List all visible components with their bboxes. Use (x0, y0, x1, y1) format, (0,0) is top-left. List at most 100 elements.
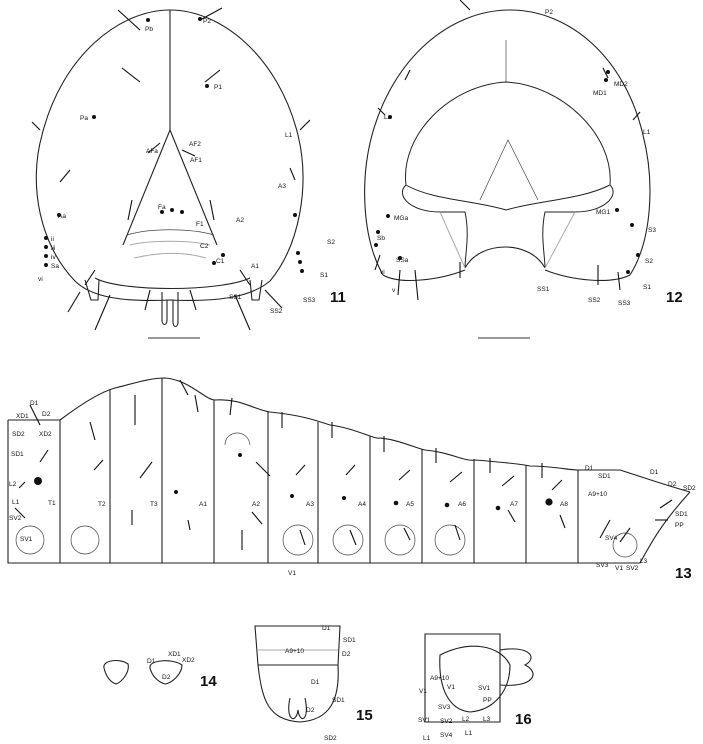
pinaculum-right (149, 660, 183, 685)
label-L3: L3 (640, 558, 648, 565)
label-P1: P1 (214, 84, 222, 91)
label-SS3: SS3 (618, 300, 631, 307)
segment-a9-lateral-outline (424, 633, 501, 723)
figure-12-setae (374, 0, 641, 301)
label-D1: D1 (322, 625, 331, 632)
label-SD1: SD1 (11, 451, 24, 458)
figure-14-labels: D1 XD1 XD2 D2 (147, 651, 195, 681)
label-XD1: XD1 (16, 413, 29, 420)
label-S1: S1 (320, 272, 328, 279)
anal-shield-outline (257, 664, 339, 723)
label-SV2: SV2 (440, 718, 453, 725)
label-S2: S2 (645, 258, 653, 265)
label-V1-a10: V1 (615, 565, 623, 572)
body-dorsal-outline (8, 377, 691, 493)
anal-lobes (288, 697, 307, 720)
figure-12-number: 12 (666, 289, 683, 306)
label-A8: A8 (560, 501, 568, 508)
label-T3: T3 (150, 501, 158, 508)
figure-16-number: 16 (515, 711, 532, 728)
label-SS1: SS1 (537, 286, 550, 293)
label-C1: C1 (216, 258, 225, 265)
label-D2-lower: D2 (306, 707, 315, 714)
label-XD1: XD1 (168, 651, 181, 658)
foramen-notch (464, 246, 546, 269)
label-SD1: SD1 (343, 637, 356, 644)
label-A7: A7 (510, 501, 518, 508)
label-SV3: SV3 (438, 704, 451, 711)
figure-13-body-chaetotaxy: D1 XD1 D2 SD2 XD2 SD1 L2 L1 SV2 SV1 T1 T… (7, 377, 696, 582)
gray-lines (439, 211, 576, 269)
figure-11-number: 11 (330, 289, 346, 306)
label-MD2: MD2 (614, 81, 628, 88)
label-Pb: Pb (145, 26, 153, 33)
label-A1: A1 (199, 501, 207, 508)
label-SS1: SS1 (229, 294, 242, 301)
proleg-crochets (499, 648, 534, 686)
label-L1: L1 (423, 735, 431, 742)
label-MGa: MGa (394, 215, 408, 222)
label-D2: D2 (342, 651, 351, 658)
label-MG1: MG1 (596, 209, 610, 216)
head-capsule-outline (35, 9, 304, 302)
label-L1: L1 (12, 499, 20, 506)
label-AF2: AF2 (189, 141, 201, 148)
label-SS2: SS2 (270, 308, 283, 315)
figure-15-a9-a10-dorsal: D1 SD1 D2 A9+10 D1 SD1 D2 SD2 15 (254, 625, 373, 742)
label-SV1: SV1 (20, 536, 33, 543)
label-SV1-lower: SV1 (418, 717, 431, 724)
label-SD2: SD2 (324, 735, 337, 742)
figure-15-labels: D1 SD1 D2 A9+10 D1 SD1 D2 SD2 (285, 625, 356, 742)
label-T2: T2 (98, 501, 106, 508)
label-SV1: SV1 (478, 685, 491, 692)
label-A1: A1 (251, 263, 259, 270)
label-D1-a9: D1 (585, 465, 594, 472)
label-A9: A9+10 (285, 648, 304, 655)
label-A4: A4 (358, 501, 366, 508)
label-A9: A9+10 (430, 675, 449, 682)
label-C2: C2 (200, 243, 209, 250)
label-PP: PP (675, 522, 684, 529)
label-SV3: SV3 (596, 562, 609, 569)
figure-12-head-posterior: P2 MD2 MD1 La L1 MGa Sb MG1 S3 S2 SSa S1… (364, 0, 683, 339)
label-L1: L1 (643, 129, 651, 136)
figure-15-number: 15 (356, 707, 373, 724)
segment-dividers (59, 378, 579, 563)
label-Aa: Aa (58, 213, 66, 220)
label-A3: A3 (306, 501, 314, 508)
figure-14-pinacula: D1 XD1 XD2 D2 14 (103, 651, 217, 690)
label-S2: S2 (327, 239, 335, 246)
label-A2: A2 (252, 501, 260, 508)
label-Sa: Sa (51, 263, 59, 270)
label-V1: V1 (419, 688, 427, 695)
label-L1-right: L1 (465, 730, 473, 737)
antenna-right (249, 279, 263, 301)
figure-13-labels: D1 XD1 D2 SD2 XD2 SD1 L2 L1 SV2 SV1 T1 T… (9, 400, 696, 577)
spiracles (34, 453, 553, 511)
figure-16-labels: A9+10 V1 V1 SV1 PP SV3 SV2 L2 L3 SV1 L1 … (418, 675, 492, 742)
label-V1-center: V1 (447, 684, 455, 691)
label-D2: D2 (42, 411, 51, 418)
label-Pa: Pa (80, 115, 88, 122)
figure-13-setae (14, 379, 673, 550)
label-SSa: SSa (396, 257, 409, 264)
label-A6: A6 (458, 501, 466, 508)
label-F1: F1 (196, 221, 204, 228)
figure-11-setae (31, 7, 311, 331)
figure-16-a9-a10-lateral: A9+10 V1 V1 SV1 PP SV3 SV2 L2 L3 SV1 L1 … (418, 633, 534, 742)
label-MD1: MD1 (593, 90, 607, 97)
antenna-left (84, 279, 100, 301)
label-L1: L1 (285, 132, 293, 139)
label-D1-a10: D1 (650, 469, 659, 476)
label-SD1-lower: SD1 (332, 697, 345, 704)
label-D1-lower: D1 (311, 679, 320, 686)
label-PP: PP (483, 697, 492, 704)
occipital-foramen (405, 81, 611, 211)
label-D2-a10: D2 (668, 481, 677, 488)
label-SV4: SV4 (440, 732, 453, 739)
verruca-circles (15, 432, 638, 558)
label-SD1-a9: SD1 (598, 473, 611, 480)
label-SS3: SS3 (303, 297, 316, 304)
pinaculum-left (103, 659, 129, 685)
